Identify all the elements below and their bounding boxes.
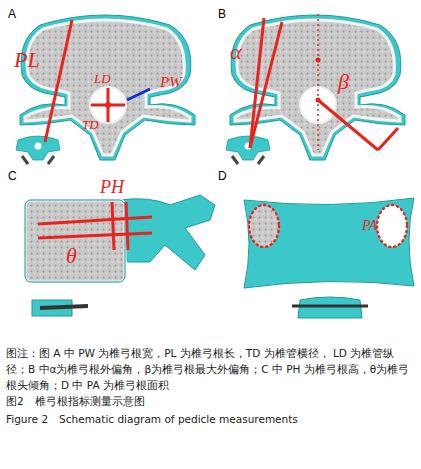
figure-note: 图注：图 A 中 PW 为椎弓根宽，PL 为椎弓根长，TD 为椎管横径， LD …: [6, 345, 415, 393]
angle-label: θ: [66, 244, 77, 268]
angle-label: β: [338, 70, 349, 94]
panel-letter: B: [218, 8, 226, 21]
measure-label: TD: [82, 118, 99, 132]
caption-english: Figure 2 Schematic diagram of pedicle me…: [6, 414, 298, 426]
figure-caption: 图2 椎弓根指标测量示意图: [6, 396, 145, 408]
angle-label: α: [230, 40, 242, 64]
panel-letter: C: [8, 170, 17, 183]
panel-letter: A: [8, 8, 16, 21]
measure-label: PW: [160, 74, 182, 91]
measure-label: PH: [100, 178, 124, 198]
measure-label: LD: [94, 72, 111, 86]
measure-label: PL: [14, 48, 40, 72]
panel-letter: D: [218, 170, 227, 183]
measure-label: PA: [362, 218, 377, 233]
